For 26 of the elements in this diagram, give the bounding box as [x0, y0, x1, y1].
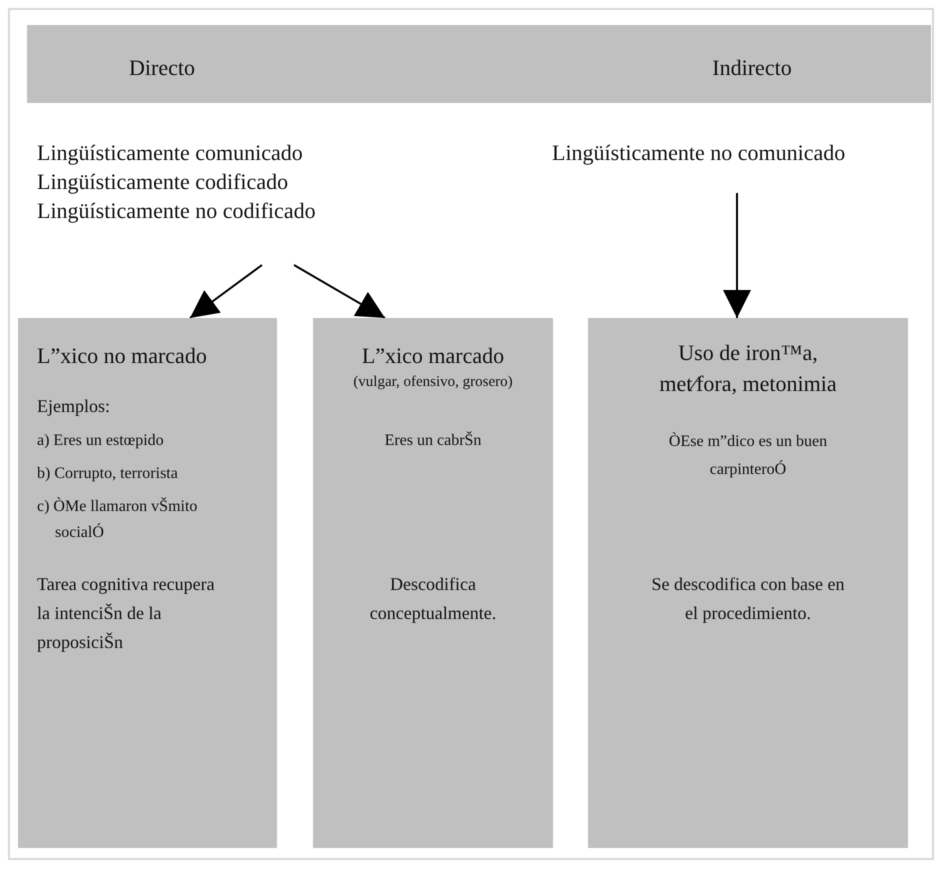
column-heading: Directo — [128, 54, 196, 82]
subheading-text: (vulgar, ofensivo, grosero) — [352, 373, 514, 392]
description-text: Se descodifica con base en el procedimiento. — [650, 573, 846, 625]
example-text: ÒEse m”dico es un buen carpinteroÓ — [668, 431, 828, 480]
description-text: Descodifica conceptualmente. — [368, 573, 498, 625]
examples-heading: Ejemplos: — [37, 395, 110, 418]
arrow — [723, 193, 751, 318]
arrow — [294, 264, 386, 319]
example-text: a) Eres un estœpido — [37, 431, 164, 451]
category-text: Lingüísticamente codificado — [37, 168, 288, 196]
example-text: b) Corrupto, terrorista — [37, 464, 178, 484]
column-heading: Indirecto — [711, 54, 793, 82]
category-text: Lingüísticamente no comunicado — [552, 139, 846, 167]
header-band — [27, 25, 931, 103]
example-text: Eres un cabrŠn — [384, 430, 482, 451]
arrow — [189, 264, 263, 319]
example-text: c) ÒMe llamaron vŠmito socialÓ — [37, 496, 198, 543]
category-panel — [18, 318, 277, 848]
panel-heading: L”xico marcado — [360, 342, 506, 370]
category-text: Lingüísticamente comunicado — [37, 139, 303, 167]
description-text: Tarea cognitiva recupera la intenciŠn de la proposiciŠn — [37, 573, 216, 654]
panel-heading: L”xico no marcado — [37, 342, 207, 370]
category-text: Lingüísticamente no codificado — [37, 197, 316, 225]
category-panel — [588, 318, 908, 848]
category-panel — [313, 318, 553, 848]
panel-heading: Uso de iron™a, met⁄fora, metonimia — [658, 339, 838, 398]
